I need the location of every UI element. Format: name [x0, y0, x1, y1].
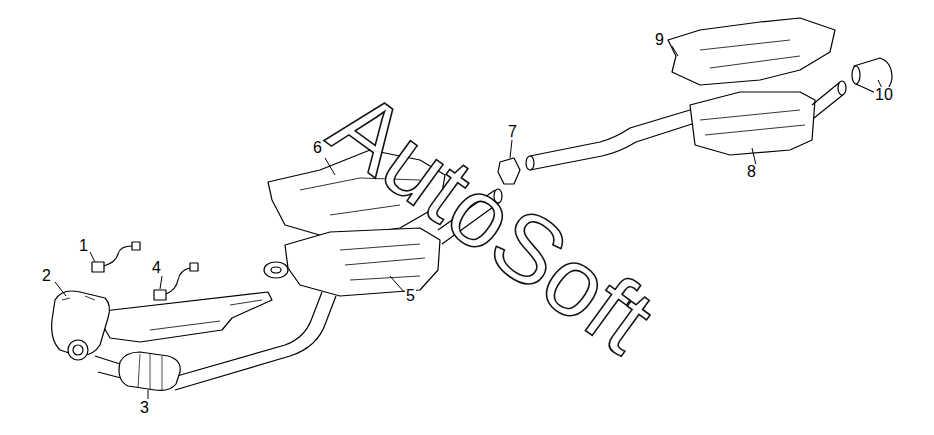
callout-number: 9	[654, 32, 665, 48]
callout-number: 4	[151, 260, 162, 276]
callout-number: 3	[139, 400, 150, 416]
callout-number: 10	[874, 87, 894, 103]
callout-number: 8	[746, 164, 757, 180]
callout-number: 7	[507, 124, 518, 140]
callout-number: 1	[78, 238, 89, 254]
callout-number: 5	[405, 288, 416, 304]
callout-number: 2	[41, 268, 52, 284]
